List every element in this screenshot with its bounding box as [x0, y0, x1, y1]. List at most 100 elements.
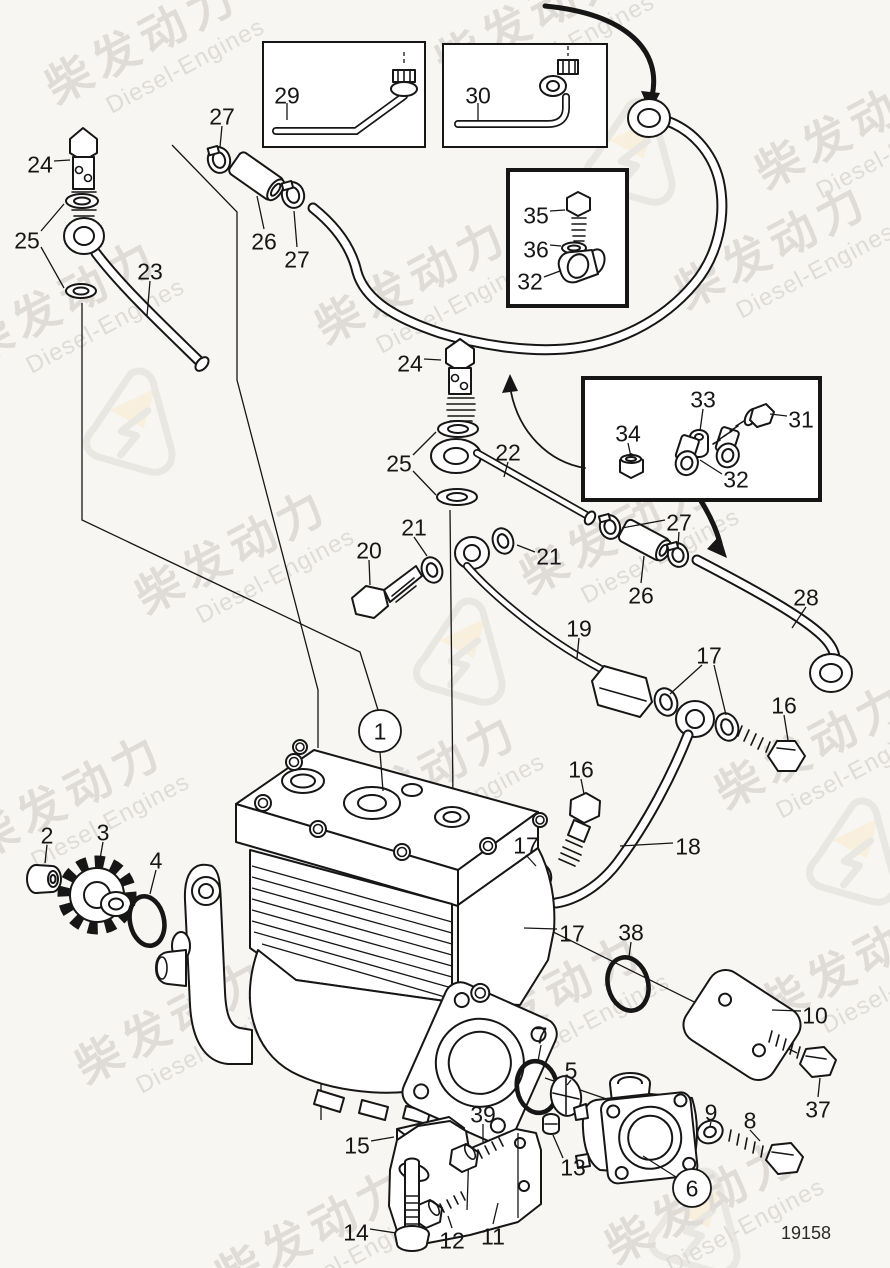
part-2-nut	[26, 864, 62, 894]
drawing-number: 19158	[781, 1223, 831, 1243]
arrowhead	[502, 374, 518, 393]
callout-number: 14	[343, 1219, 369, 1245]
callout-number: 24	[397, 350, 423, 376]
callout-number: 20	[356, 537, 382, 563]
part-3-gear	[57, 855, 137, 935]
callout-3: 3	[97, 819, 110, 860]
callout-27: 27	[209, 103, 235, 148]
callout-number: 16	[568, 756, 594, 782]
callout-number: 5	[565, 1057, 578, 1083]
part-26-sleeve-b	[617, 518, 672, 562]
callout-4: 4	[149, 847, 163, 895]
leader-line	[642, 1155, 677, 1178]
part-16-banjo-screw-right	[737, 725, 806, 772]
callout-number: 36	[523, 236, 549, 262]
callout-26: 26	[628, 555, 654, 608]
part-32-clamp-boxA	[557, 248, 606, 284]
callout-25: 25	[386, 431, 437, 496]
leader-line	[576, 637, 580, 659]
part-37-screw	[768, 1030, 837, 1078]
leader-line	[413, 536, 428, 557]
leader-line	[749, 1129, 761, 1142]
callout-7: 7	[535, 1022, 548, 1062]
part-21-washers	[420, 527, 515, 584]
callout-number: 17	[559, 920, 585, 946]
part-28-pipe	[691, 554, 853, 693]
leader-line	[580, 778, 585, 795]
leader-line	[549, 244, 562, 247]
callout-25: 25	[14, 203, 65, 289]
callout-1: 1	[358, 709, 402, 792]
leader-line	[640, 555, 645, 584]
callout-number: 32	[517, 268, 543, 294]
callout-37: 37	[805, 1077, 831, 1122]
parts-layer	[26, 46, 853, 1252]
callout-number: 12	[439, 1227, 465, 1253]
leader-line	[256, 195, 265, 230]
arrow-to-banjo	[542, 3, 657, 99]
part-unloader-valve	[573, 1072, 699, 1185]
leader-line	[552, 1134, 564, 1159]
leader-line	[412, 431, 437, 456]
part-27-clamp-c	[597, 512, 622, 540]
leader-line	[677, 531, 680, 547]
leader-line	[492, 1202, 499, 1225]
leader-line	[699, 459, 723, 475]
leader-line	[379, 751, 384, 792]
part-16-banjo-screw-mid	[558, 792, 601, 867]
callout-17: 17	[669, 642, 727, 716]
part-22-pipe	[473, 449, 597, 526]
part-39-screw	[449, 1137, 504, 1173]
callout-number: 33	[690, 386, 716, 412]
part-32-clamp-b1	[674, 434, 700, 477]
callout-29: 29	[274, 82, 300, 120]
callout-11: 11	[481, 1202, 505, 1249]
part-27-clamp-d	[665, 540, 690, 568]
leader-line	[44, 844, 48, 864]
callout-20: 20	[356, 537, 382, 586]
leader-line	[53, 159, 71, 162]
part-20-banjo-screw	[351, 565, 423, 619]
leader-line	[219, 125, 223, 148]
leader-line	[516, 544, 536, 553]
leader-line	[783, 714, 789, 741]
leader-line	[669, 664, 703, 695]
leader-line	[503, 461, 509, 478]
leader-line	[40, 246, 65, 289]
watermark-logo	[413, 597, 506, 706]
leader-line	[621, 519, 666, 529]
part-24-banjo-screw-mid	[445, 338, 476, 422]
callout-23: 23	[137, 258, 163, 317]
callout-number: 30	[465, 82, 491, 108]
callout-number: 7	[535, 1022, 548, 1048]
part-32-clamp-b2	[714, 426, 740, 469]
callout-14: 14	[343, 1219, 397, 1245]
part-1-compressor	[155, 739, 558, 1146]
leader-line	[769, 413, 788, 417]
callout-2: 2	[41, 822, 54, 864]
callout-number: 15	[344, 1132, 370, 1158]
detail-box-layer	[262, 41, 822, 502]
callout-5: 5	[565, 1057, 578, 1086]
callout-31: 31	[769, 406, 814, 432]
callout-number: 23	[137, 258, 163, 284]
leader-line	[566, 1079, 572, 1086]
callout-number: 17	[513, 832, 539, 858]
callout-number: 9	[705, 1099, 718, 1125]
part-8-screw	[728, 1129, 804, 1175]
part-hose-upper	[307, 98, 728, 356]
callout-27: 27	[621, 509, 692, 547]
callout-number: 3	[97, 819, 110, 845]
callout-number: 38	[618, 919, 644, 945]
part-25-seal-washers-mid	[430, 420, 482, 506]
callout-number: 2	[41, 822, 54, 848]
callout-number: 16	[771, 692, 797, 718]
callout-number: 26	[251, 228, 277, 254]
part-31-screw	[712, 403, 775, 445]
leader-line	[368, 559, 371, 586]
callout-38: 38	[618, 919, 644, 958]
watermark-logo	[806, 797, 890, 906]
